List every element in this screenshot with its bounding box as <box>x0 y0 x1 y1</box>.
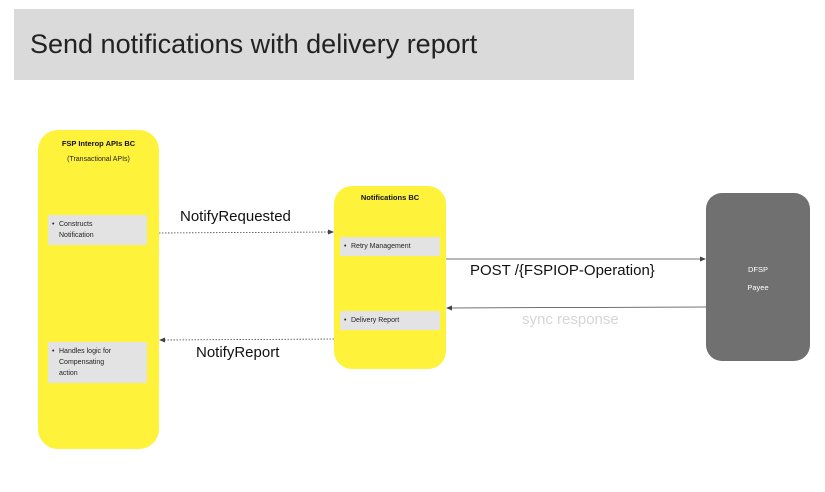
notifications-item-retry-management: Retry Management <box>340 237 440 256</box>
fsp-interop-apis-bc-node[interactable]: FSP Interop APIs BC (Transactional APIs)… <box>38 130 159 449</box>
dfsp-role: Payee <box>747 283 769 292</box>
fsp-item-line: Compensating <box>59 359 105 366</box>
notify-report-arrowhead <box>159 337 165 343</box>
fsp-node-subtitle: (Transactional APIs) <box>67 156 130 163</box>
notify-requested-arrowhead <box>328 229 334 235</box>
notify-report-label: NotifyReport <box>196 344 280 361</box>
title-banner: Send notifications with delivery report <box>14 9 634 80</box>
notifications-bc-node[interactable]: Notifications BC Retry Management Delive… <box>334 186 446 369</box>
sync-response-label: sync response <box>522 311 619 328</box>
post-operation-label: POST /{FSPIOP-Operation} <box>470 262 655 279</box>
dfsp-payee-node[interactable]: DFSP Payee <box>706 193 810 361</box>
fsp-item-line: Constructs <box>59 221 93 228</box>
notifications-item-delivery-report: Delivery Report <box>340 311 440 330</box>
fsp-item-constructs-notification: Constructs Notification <box>48 215 147 245</box>
fsp-item-line: Handles logic for <box>59 348 112 355</box>
diagram-title: Send notifications with delivery report <box>30 29 478 59</box>
fsp-item-compensating-action: Handles logic for Compensating action <box>48 342 147 383</box>
fsp-item-line: Notification <box>59 232 94 239</box>
notifications-node-title: Notifications BC <box>360 193 420 202</box>
notify-requested-arrow <box>158 231 331 234</box>
post-operation-arrowhead <box>700 256 706 262</box>
sync-response-arrowhead <box>446 305 452 311</box>
fsp-item-line: action <box>59 370 78 377</box>
sync-response-arrow <box>449 306 707 309</box>
dfsp-name: DFSP <box>747 265 768 274</box>
fsp-node-title: FSP Interop APIs BC <box>61 139 136 148</box>
notify-report-arrow <box>163 338 335 341</box>
notify-requested-label: NotifyRequested <box>180 208 291 225</box>
